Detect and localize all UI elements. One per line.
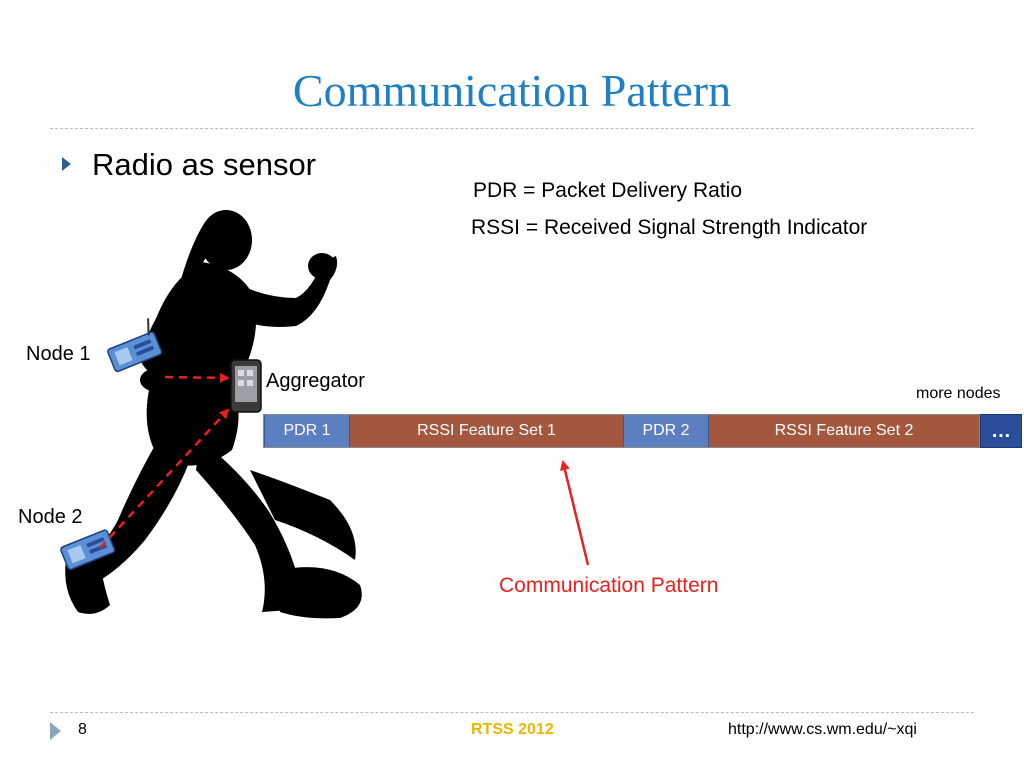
pdr-definition: PDR = Packet Delivery Ratio: [473, 179, 743, 202]
packet-segment-pdr-2: PDR 2: [623, 415, 709, 447]
communication-pattern-label: Communication Pattern: [499, 574, 719, 597]
aggregator-label: Aggregator: [266, 370, 365, 392]
bullet-text: Radio as sensor: [92, 147, 317, 182]
segment-label: PDR 2: [642, 422, 690, 439]
sensor-node-icon: [60, 529, 116, 571]
rssi-definition: RSSI = Received Signal Strength Indicato…: [471, 216, 868, 239]
packet-segment-rssi-2: RSSI Feature Set 2: [709, 415, 979, 447]
segment-label: RSSI Feature Set 2: [774, 422, 914, 439]
packet-segment-pdr-1: PDR 1: [264, 415, 350, 447]
segment-label: PDR 1: [283, 422, 331, 439]
smartphone-icon: [230, 359, 262, 413]
footer-divider: [50, 712, 974, 713]
footer-arrow-icon: [50, 722, 61, 740]
node2-to-aggregator-arrow: [99, 408, 230, 549]
segment-label: RSSI Feature Set 1: [417, 422, 556, 439]
packet-strip: PDR 1 RSSI Feature Set 1 PDR 2 RSSI Feat…: [263, 414, 980, 448]
node2-label: Node 2: [18, 506, 83, 528]
conference-label: RTSS 2012: [471, 721, 554, 738]
slide-title: Communication Pattern: [292, 65, 732, 116]
title-divider: [50, 128, 974, 129]
footer-url: http://www.cs.wm.edu/~xqi: [728, 721, 917, 738]
communication-pattern-arrow: [560, 460, 590, 566]
bullet-arrow-icon: [62, 157, 71, 171]
sensor-node-icon: [107, 318, 163, 373]
page-number: 8: [78, 721, 87, 738]
packet-segment-more: …: [980, 414, 1022, 448]
packet-segment-rssi-1: RSSI Feature Set 1: [350, 415, 623, 447]
node1-to-aggregator-arrow: [164, 372, 230, 383]
more-nodes-label: more nodes: [916, 385, 1001, 402]
node1-label: Node 1: [26, 343, 91, 365]
